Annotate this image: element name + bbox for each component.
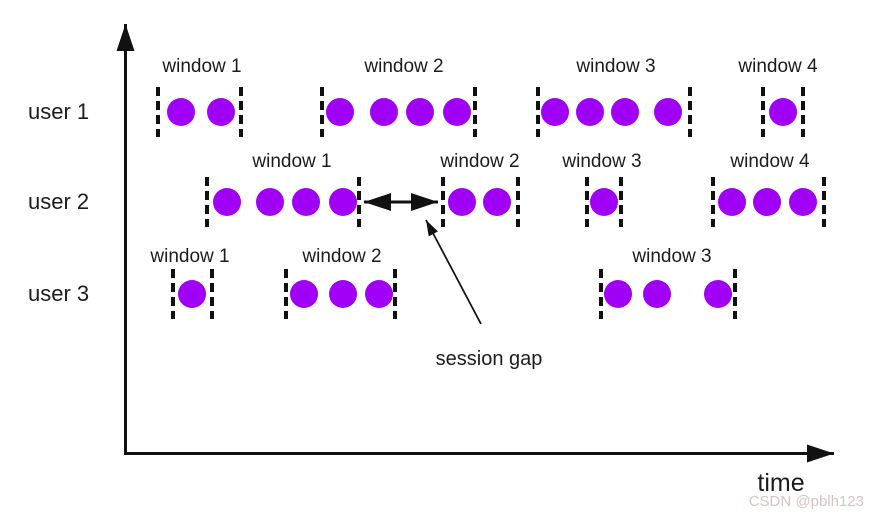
event-dot (167, 98, 195, 126)
window-start-boundary (156, 87, 160, 137)
event-dot (406, 98, 434, 126)
window-start-boundary (761, 87, 765, 137)
window-label-u3-w3: window 3 (632, 246, 712, 267)
event-dot (207, 98, 235, 126)
window-label-u1-w1: window 1 (162, 56, 242, 77)
window-end-boundary (357, 177, 361, 227)
event-dot (611, 98, 639, 126)
session-gap-label: session gap (435, 348, 543, 370)
window-label-u3-w1: window 1 (150, 246, 230, 267)
window-start-boundary (536, 87, 540, 137)
event-dot (178, 280, 206, 308)
event-dot (590, 188, 618, 216)
window-end-boundary (822, 177, 826, 227)
window-end-boundary (801, 87, 805, 137)
window-end-boundary (619, 177, 623, 227)
window-start-boundary (284, 269, 288, 319)
event-dot (654, 98, 682, 126)
window-start-boundary (320, 87, 324, 137)
window-end-boundary (210, 269, 214, 319)
event-dot (576, 98, 604, 126)
event-dot (704, 280, 732, 308)
event-dot (769, 98, 797, 126)
window-end-boundary (688, 87, 692, 137)
session-gap-pointer-arrow (425, 219, 482, 325)
row-label-user-1: user 1 (28, 99, 90, 124)
time-axis-label: time (757, 469, 805, 497)
event-dot (256, 188, 284, 216)
event-dot (292, 188, 320, 216)
window-end-boundary (733, 269, 737, 319)
window-label-u1-w3: window 3 (576, 56, 656, 77)
window-label-u2-w1: window 1 (252, 151, 332, 172)
window-start-boundary (441, 177, 445, 227)
event-dot (541, 98, 569, 126)
window-end-boundary (516, 177, 520, 227)
event-dot (370, 98, 398, 126)
row-label-user-3: user 3 (28, 281, 90, 306)
event-dot (290, 280, 318, 308)
window-end-boundary (393, 269, 397, 319)
event-dot (483, 188, 511, 216)
event-dot (604, 280, 632, 308)
event-dot (789, 188, 817, 216)
window-start-boundary (171, 269, 175, 319)
window-start-boundary (205, 177, 209, 227)
event-dot (326, 98, 354, 126)
window-label-u2-w2: window 2 (440, 151, 520, 172)
row-label-user-2: user 2 (28, 189, 90, 214)
window-start-boundary (599, 269, 603, 319)
event-dot (365, 280, 393, 308)
event-dot (643, 280, 671, 308)
window-start-boundary (585, 177, 589, 227)
window-label-u3-w2: window 2 (302, 246, 382, 267)
window-end-boundary (473, 87, 477, 137)
event-dot (213, 188, 241, 216)
event-dot (329, 188, 357, 216)
window-end-boundary (239, 87, 243, 137)
window-label-u1-w2: window 2 (364, 56, 444, 77)
window-label-u2-w3: window 3 (562, 151, 642, 172)
window-label-u1-w4: window 4 (738, 56, 818, 77)
window-label-u2-w4: window 4 (730, 151, 810, 172)
event-dot (448, 188, 476, 216)
event-dot (443, 98, 471, 126)
window-start-boundary (711, 177, 715, 227)
event-dot (718, 188, 746, 216)
event-dot (753, 188, 781, 216)
event-dot (329, 280, 357, 308)
watermark: CSDN @pblh123 (748, 493, 864, 510)
